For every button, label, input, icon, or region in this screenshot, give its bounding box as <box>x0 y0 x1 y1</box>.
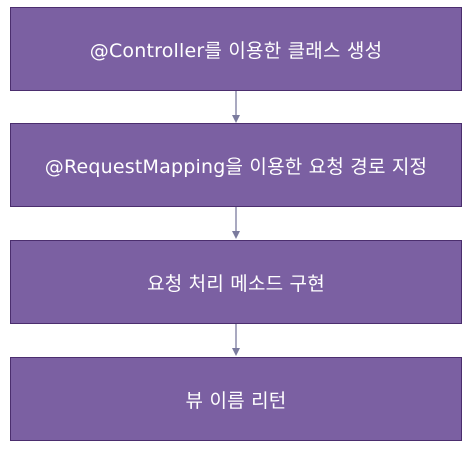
flow-arrow <box>232 207 240 239</box>
step-box-create-controller-class: @Controller를 이용한 클래스 생성 <box>10 7 462 91</box>
step-box-return-view-name: 뷰 이름 리턴 <box>10 357 462 441</box>
step-label: 요청 처리 메소드 구현 <box>147 272 325 295</box>
step-box-specify-request-path: @RequestMapping을 이용한 요청 경로 지정 <box>10 123 462 207</box>
flow-arrow <box>232 324 240 356</box>
flow-arrow <box>232 91 240 123</box>
step-box-implement-handler-method: 요청 처리 메소드 구현 <box>10 240 462 324</box>
step-label: @Controller를 이용한 클래스 생성 <box>89 39 383 62</box>
step-label: 뷰 이름 리턴 <box>185 389 287 412</box>
step-label: @RequestMapping을 이용한 요청 경로 지정 <box>44 155 428 178</box>
